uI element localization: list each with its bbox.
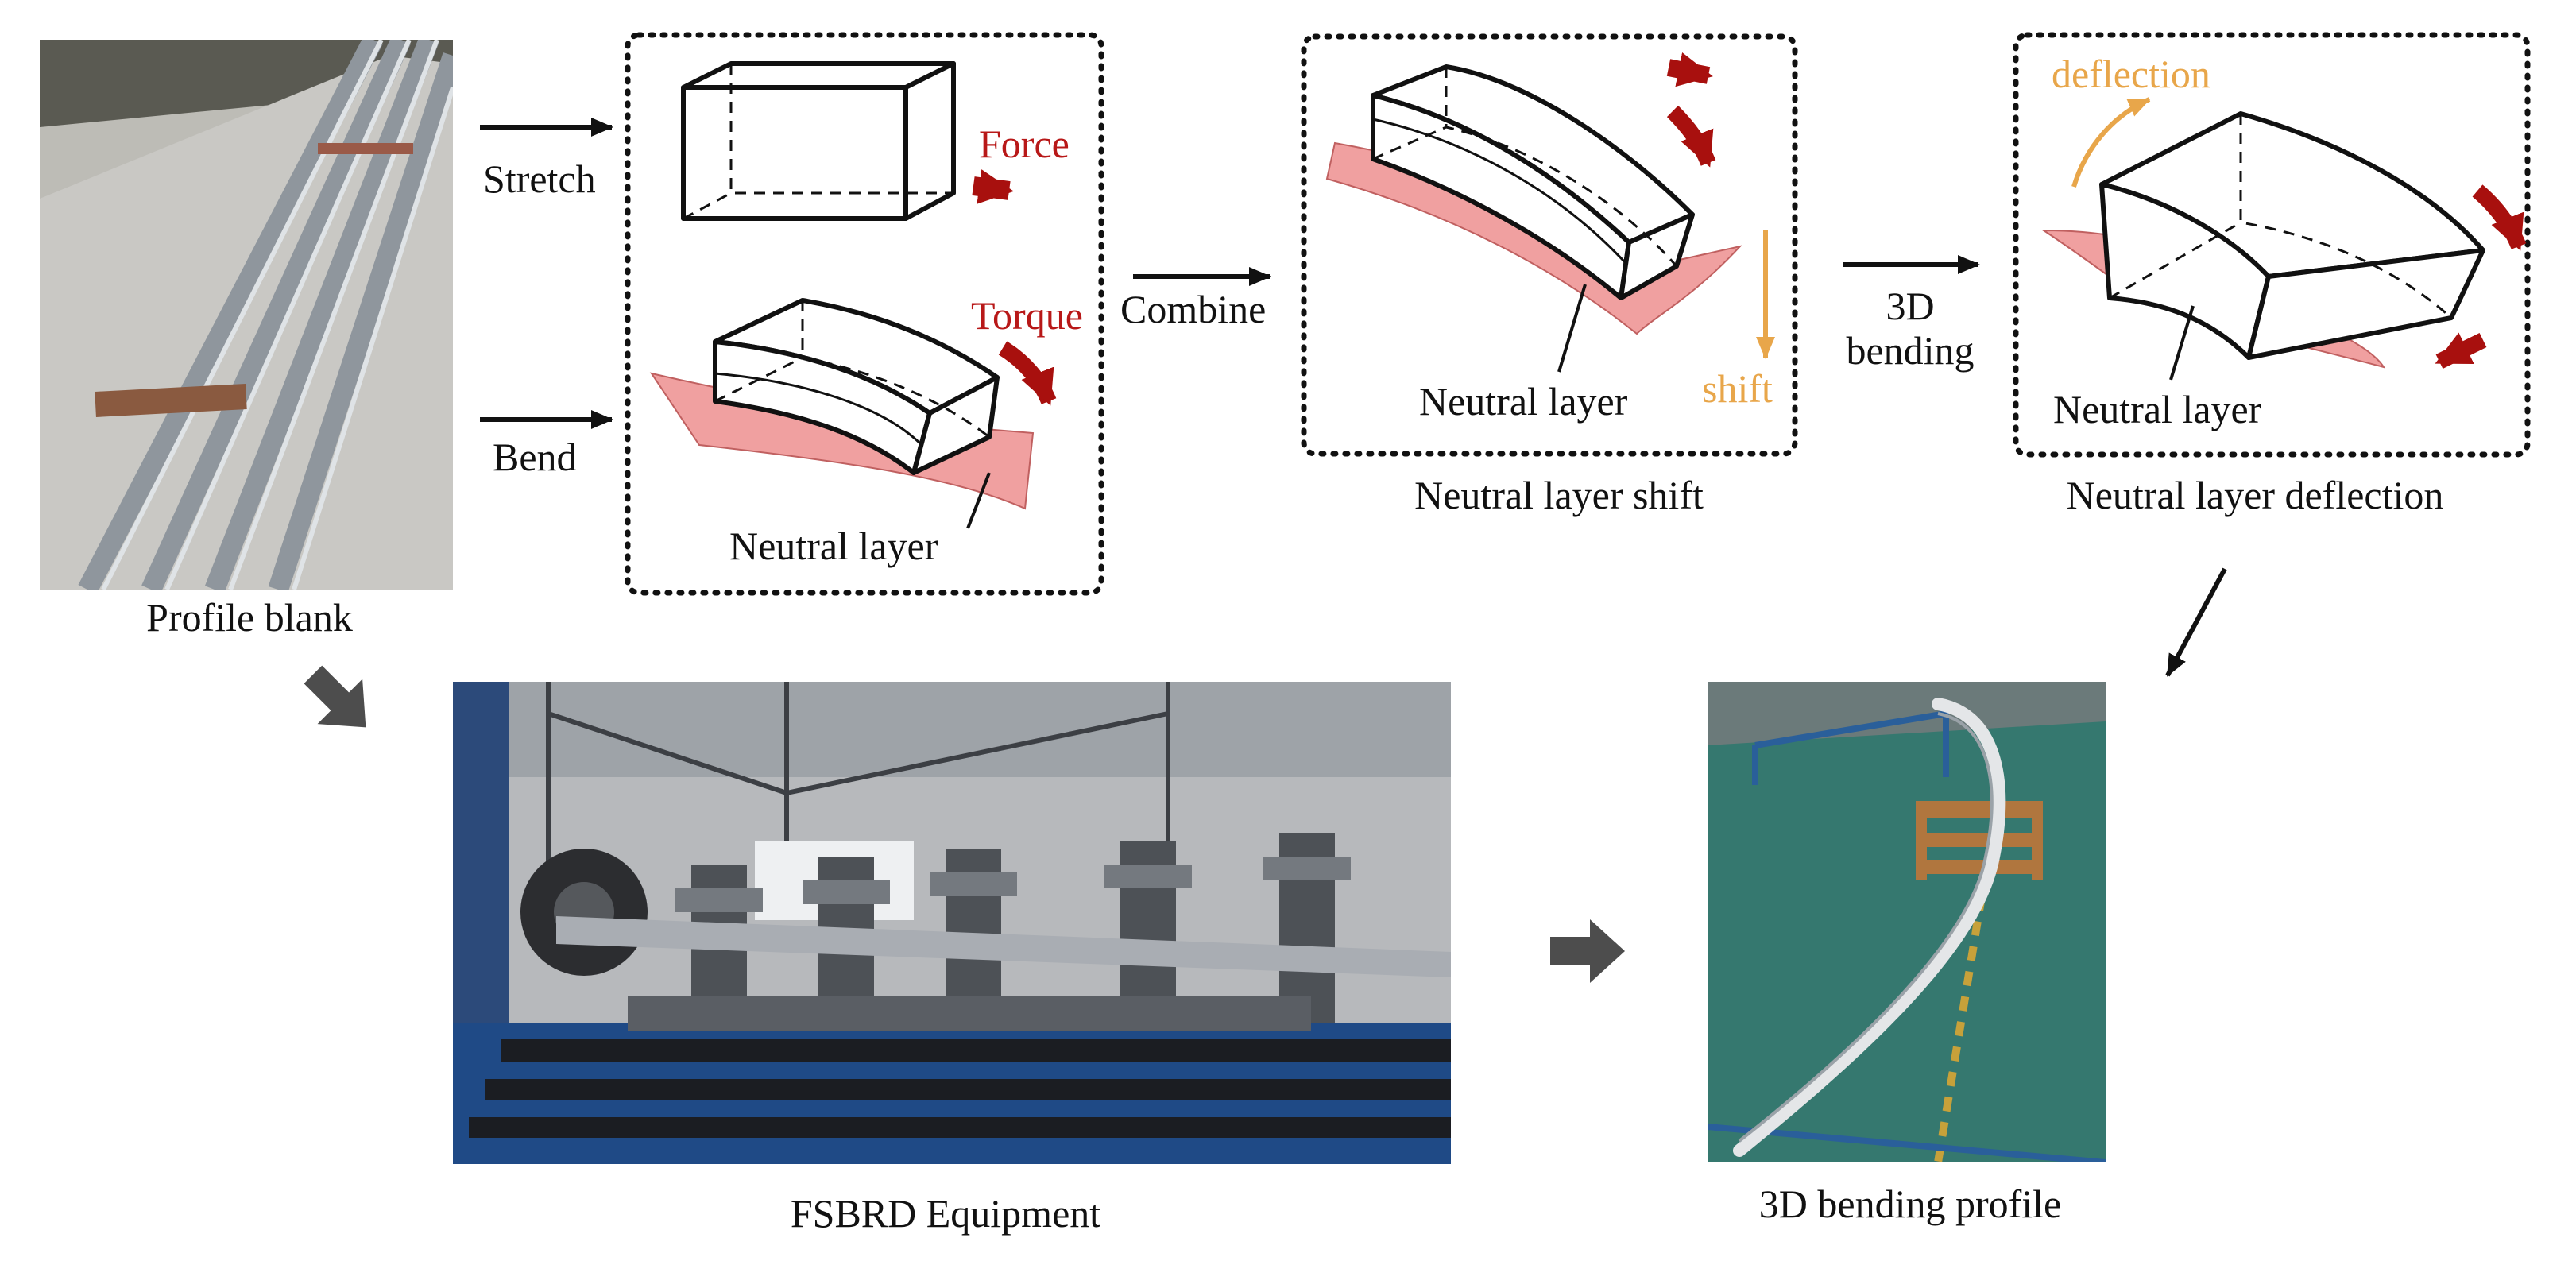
shift-label: shift (1702, 366, 1773, 411)
force-label: Force (979, 122, 1069, 166)
deflection-force-arrow-bottom (2435, 332, 2487, 369)
shift-force-arrow-top (1666, 52, 1713, 87)
neutral-layer-pointer-deflection (2169, 305, 2195, 381)
straight-block-icon (681, 61, 956, 221)
deflection-label: deflection (2052, 52, 2210, 96)
neutral-layer-pointer (966, 472, 991, 529)
deflected-block-icon (2099, 111, 2485, 360)
fsbrd-equipment-label: FSBRD Equipment (790, 1191, 1101, 1236)
stretch-label: Stretch (483, 157, 596, 201)
deflection-arrow (2071, 97, 2151, 188)
torque-label: Torque (971, 293, 1083, 338)
neutral-layer-label-shift: Neutral layer (1419, 379, 1628, 424)
bending-3d-label-line1: 3D (1886, 284, 1935, 328)
fsbrd-equipment-photo (453, 682, 1451, 1164)
grey-arrow-to-profile (1550, 919, 1625, 983)
bending-profile-3d-label: 3D bending profile (1758, 1182, 2062, 1226)
neutral-layer-deflection-title: Neutral layer deflection (2066, 473, 2444, 517)
bending-3d-label-line2: bending (1846, 328, 1975, 373)
torque-arrow-icon (998, 341, 1057, 406)
combine-label: Combine (1120, 287, 1267, 331)
profile-blank-photo (40, 40, 453, 590)
shifted-block-icon (1371, 64, 1695, 300)
bent-block-icon (713, 298, 1000, 475)
deflection-force-arrow-right (2472, 184, 2527, 251)
shift-force-arrow-mid (1666, 105, 1716, 168)
box-stretch-bend (625, 32, 1104, 596)
profile-blank-label: Profile blank (146, 595, 353, 640)
bending-profile-3d-photo (1708, 682, 2106, 1162)
box-neutral-deflection (2013, 32, 2531, 458)
arrow-to-3d-profile (2165, 567, 2227, 677)
grey-arrow-to-equipment (304, 665, 366, 728)
neutral-layer-label-deflection: Neutral layer (2053, 387, 2262, 431)
bend-label: Bend (493, 435, 577, 479)
neutral-layer-shift-title: Neutral layer shift (1414, 473, 1704, 517)
neutral-layer-pointer-shift (1557, 284, 1587, 373)
neutral-layer-label-bend: Neutral layer (729, 524, 938, 568)
force-arrow-icon (972, 169, 1014, 204)
box-neutral-shift (1301, 33, 1798, 457)
